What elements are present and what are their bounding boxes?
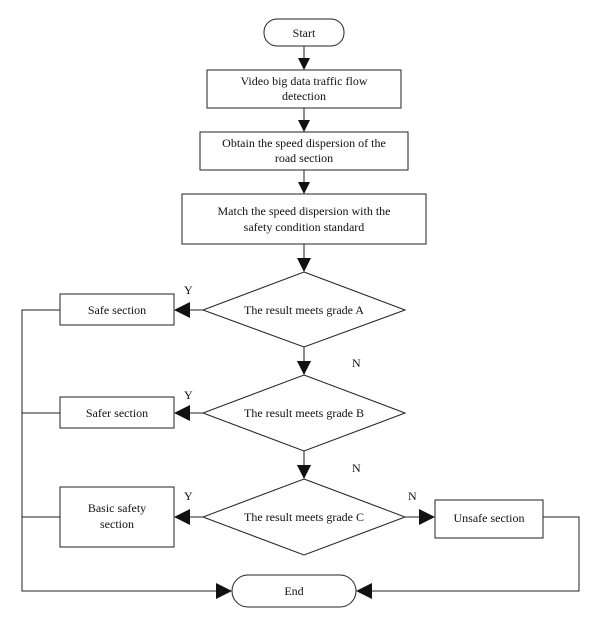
detect-label-line2: detection — [282, 89, 326, 103]
grade-a-decision: The result meets grade A — [201, 271, 407, 348]
connector-grade-c-yes — [174, 509, 203, 525]
basic-safety-section-node: Basic safety section — [59, 486, 175, 548]
unsafe-section-label: Unsafe section — [454, 511, 525, 525]
connector-detect-to-obtain — [298, 108, 310, 132]
grade-a-yes-label: Y — [184, 283, 193, 297]
grade-c-yes-label: Y — [184, 489, 193, 503]
connector-unsafe-to-end — [356, 516, 580, 599]
grade-c-label: The result meets grade C — [244, 510, 364, 524]
connector-grade-a-yes — [174, 302, 203, 318]
match-node: Match the speed dispersion with the safe… — [181, 193, 427, 245]
grade-b-yes-label: Y — [184, 388, 193, 402]
unsafe-section-node: Unsafe section — [434, 499, 544, 539]
end-node: End — [231, 574, 357, 608]
detect-node: Video big data traffic flow detection — [206, 69, 402, 109]
safe-section-label: Safe section — [88, 303, 146, 317]
safe-section-node: Safe section — [59, 293, 175, 326]
grade-b-label: The result meets grade B — [244, 406, 364, 420]
basic-safety-label-line2: section — [100, 517, 134, 531]
grade-a-label: The result meets grade A — [244, 303, 364, 317]
basic-safety-label-line1: Basic safety — [88, 501, 146, 515]
obtain-label-line1: Obtain the speed dispersion of the — [222, 136, 386, 150]
start-node: Start — [263, 18, 345, 47]
grade-b-decision: The result meets grade B — [201, 374, 407, 452]
start-label: Start — [293, 26, 316, 40]
match-label-line1: Match the speed dispersion with the — [218, 204, 391, 218]
grade-c-decision: The result meets grade C — [201, 478, 407, 556]
obtain-label-line2: road section — [275, 151, 333, 165]
end-label: End — [284, 584, 303, 598]
grade-b-no-label: N — [352, 461, 361, 475]
grade-a-no-label: N — [352, 356, 361, 370]
connector-sections-to-end — [21, 309, 232, 599]
connector-grade-b-yes — [174, 405, 203, 421]
obtain-node: Obtain the speed dispersion of the road … — [199, 131, 409, 171]
match-label-line2: safety condition standard — [244, 220, 365, 234]
connector-obtain-to-match — [298, 170, 310, 194]
safer-section-node: Safer section — [59, 396, 175, 429]
safer-section-label: Safer section — [86, 406, 148, 420]
connector-grade-a-no — [297, 347, 311, 375]
connector-match-to-grade-a — [297, 244, 311, 272]
connector-grade-c-no — [405, 509, 435, 525]
grade-c-no-label: N — [408, 489, 417, 503]
connector-grade-b-no — [297, 451, 311, 479]
detect-label-line1: Video big data traffic flow — [240, 74, 367, 88]
connector-start-to-detect — [298, 46, 310, 70]
